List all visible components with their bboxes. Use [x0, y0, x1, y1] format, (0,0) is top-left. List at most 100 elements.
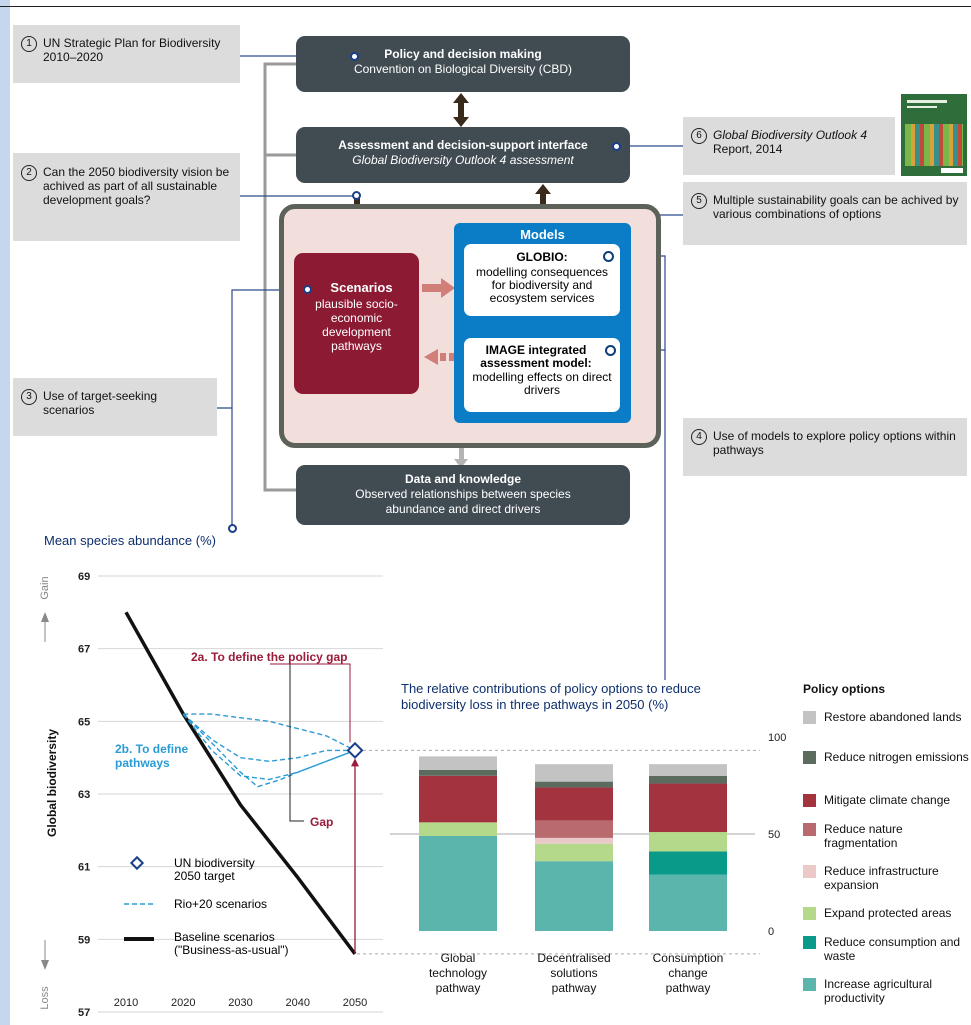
target-marker: [346, 741, 364, 759]
line-legend-marks: [124, 855, 154, 941]
bar-segment: [535, 787, 613, 821]
bar-y-tick-label: 100: [768, 732, 786, 744]
bar-segment: [419, 775, 497, 823]
assessment-box-subtitle: Global Biodiversity Outlook 4 assessment: [352, 153, 574, 167]
legend-label: Mitigate climate change: [824, 793, 951, 807]
scenarios-subtitle: plausible socio-economic development pat…: [315, 297, 398, 353]
bar-category-label: technology: [429, 966, 487, 980]
bar-segment: [649, 874, 727, 931]
legend-label: Increase agricultural productivity: [824, 977, 933, 1005]
x-tick-label: 2010: [114, 997, 138, 1009]
bar-segment: [649, 775, 727, 784]
globio-title: GLOBIO:: [516, 250, 568, 264]
x-tick-label: 2020: [171, 997, 195, 1009]
callout-1: 1 UN Strategic Plan for Biodiversity 201…: [13, 25, 240, 83]
loss-arrow-head: [41, 960, 49, 970]
callout-number: 1: [21, 36, 37, 52]
rio-series-line: [182, 713, 356, 781]
callout-text: Multiple sustainability goals can be ach…: [713, 193, 959, 221]
bar-category-label: Decentralised: [537, 951, 610, 965]
rio-series-line: [183, 713, 356, 752]
globio-box: GLOBIO: modelling consequences for biodi…: [464, 244, 620, 316]
bar-category-label: change: [668, 966, 708, 980]
policy-options-title: Policy options: [803, 682, 886, 696]
bar-segment: [419, 756, 497, 770]
callout-text: UN Strategic Plan for Biodiversity 2010–…: [43, 36, 221, 64]
gap-pointer-line: [289, 664, 304, 822]
data-box: Data and knowledge Observed relationship…: [296, 465, 630, 525]
gap-label: Gap: [310, 815, 334, 829]
callout-text: Can the 2050 biodiversity vision be achi…: [43, 165, 230, 207]
connector-dot: [603, 251, 614, 262]
rio-series-line: [182, 713, 355, 763]
bar-segment: [419, 835, 497, 931]
legend-swatch: [803, 823, 816, 836]
policy-gap-label: 2a. To define the policy gap: [191, 650, 348, 664]
top-rule: [0, 6, 971, 7]
data-box-subtitle: Observed relationships between species a…: [355, 487, 571, 516]
y-tick-label: 63: [78, 789, 90, 801]
connector-dot: [350, 52, 359, 61]
baseline-series-line: [124, 611, 357, 955]
policy-box: Policy and decision making Convention on…: [296, 36, 630, 92]
legend-swatch: [803, 936, 816, 949]
gain-arrow-head: [41, 612, 49, 622]
line-chart-title: Mean species abundance (%): [44, 533, 216, 548]
callout-number: 3: [21, 389, 37, 405]
callout-3: 3 Use of target-seeking scenarios: [13, 378, 217, 436]
data-box-title: Data and knowledge: [404, 472, 522, 486]
image-title: IMAGE integrated assessment model:: [480, 343, 592, 370]
legend-baseline-text: Baseline scenarios ("Business-as-usual"): [174, 930, 289, 957]
legend-label: Reduce infrastructure expansion: [824, 864, 939, 892]
connector-dot: [352, 191, 361, 200]
legend-label: Reduce consumption and waste: [824, 935, 961, 963]
image-box: IMAGE integrated assessment model: model…: [464, 338, 620, 412]
legend-rio-text: Rio+20 scenarios: [174, 897, 268, 911]
callout-2: 2 Can the 2050 biodiversity vision be ac…: [13, 153, 240, 241]
connector-dot: [303, 285, 312, 294]
y-tick-label: 57: [78, 1007, 90, 1019]
legend-swatch: [803, 978, 816, 991]
y-tick-label: 61: [78, 862, 90, 874]
policy-box-title: Policy and decision making: [384, 47, 542, 61]
bar-segment: [535, 781, 613, 788]
callout-text: Use of target-seeking scenarios: [43, 389, 158, 417]
bar-category-label: solutions: [550, 966, 597, 980]
legend-swatch: [803, 907, 816, 920]
bar-category-label: pathway: [666, 981, 711, 995]
callout-text: Use of models to explore policy options …: [713, 429, 956, 457]
connector-dot: [228, 524, 237, 533]
callout-4: 4 Use of models to explore policy option…: [683, 418, 967, 476]
left-strip: [0, 0, 10, 1025]
legend-swatch: [803, 865, 816, 878]
scenarios-title: Scenarios: [330, 280, 393, 295]
bar-segment: [649, 832, 727, 852]
bar-category-label: Global: [441, 951, 476, 965]
bar-segment: [535, 764, 613, 782]
y-tick-label: 69: [78, 571, 90, 583]
report-cover-image: [901, 94, 967, 176]
bar-y-tick-label: 0: [768, 926, 774, 938]
callout-5: 5 Multiple sustainability goals can be a…: [683, 182, 967, 245]
x-tick-label: 2050: [343, 997, 367, 1009]
bar-segment: [649, 851, 727, 875]
bar-segment: [419, 822, 497, 836]
legend-label: Restore abandoned lands: [824, 710, 962, 724]
pathways-label: 2b. To define pathways: [115, 742, 189, 770]
callout-number: 5: [691, 193, 707, 209]
bar-category-label: Consumption: [653, 951, 724, 965]
y-tick-label: 59: [78, 934, 90, 946]
bar-chart-title: The relative contributions of policy opt…: [401, 681, 701, 712]
legend-swatch: [803, 711, 816, 724]
report-title: Global Biodiversity Outlook 4: [713, 128, 868, 142]
assessment-box: Assessment and decision-support interfac…: [296, 127, 630, 183]
policy-box-subtitle: Convention on Biological Diversity (CBD): [353, 62, 573, 76]
bar-segment: [535, 820, 613, 838]
legend-label: Reduce nature fragmentation: [824, 822, 903, 850]
legend-swatch: [803, 794, 816, 807]
